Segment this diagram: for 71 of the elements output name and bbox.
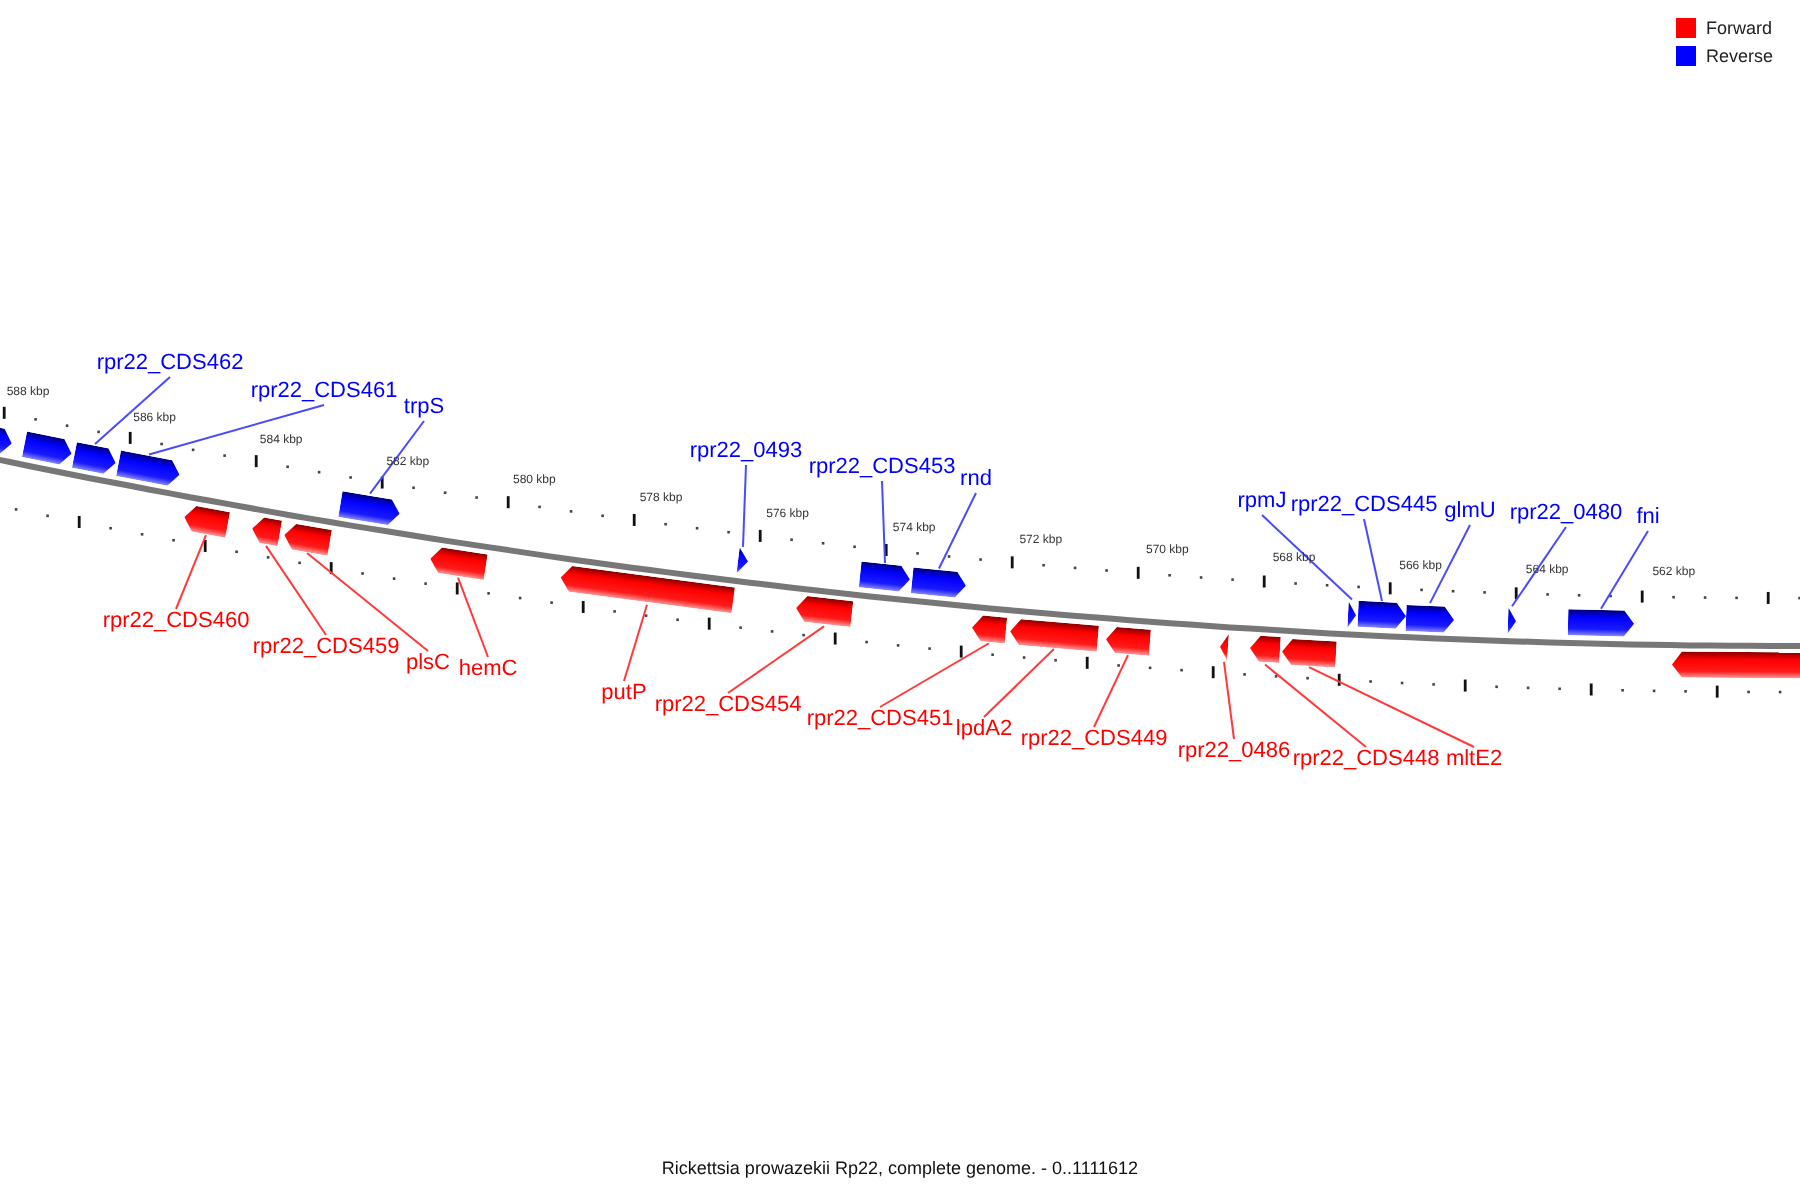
leader-line — [1261, 514, 1353, 601]
gene-label: rpr22_CDS461 — [250, 379, 398, 405]
gene-label: glmU — [1444, 499, 1496, 525]
leader-line — [983, 648, 1055, 718]
leader-line — [881, 480, 886, 564]
gene-bar — [858, 562, 912, 594]
leader-line — [306, 552, 429, 652]
leader-line — [457, 576, 489, 658]
gene-label: rpmJ — [1237, 489, 1287, 515]
gene-label: rnd — [960, 467, 992, 493]
leader-line — [1429, 524, 1471, 605]
leader-line — [1600, 530, 1649, 610]
leader-line — [727, 625, 825, 694]
leader-line — [1308, 666, 1475, 748]
gene-label: rpr22_CDS460 — [102, 609, 250, 635]
gene-bar — [116, 450, 182, 489]
gene-bar — [428, 545, 488, 580]
gene-label: mltE2 — [1445, 747, 1503, 773]
gene-bar — [338, 490, 402, 527]
leader-line — [148, 404, 325, 456]
gene-bar — [910, 567, 968, 600]
gene-label: rpr22_CDS445 — [1290, 493, 1438, 519]
gene-label: trpS — [403, 395, 445, 421]
gene-bar — [559, 565, 735, 614]
gene-bar — [1405, 604, 1455, 633]
caption: Rickettsia prowazekii Rp22, complete genome. - 0..1111612 — [659, 1156, 1141, 1182]
leader-line — [94, 376, 171, 446]
gene-bar — [1671, 652, 1800, 680]
gene-bar — [970, 613, 1008, 643]
leader-line — [1511, 526, 1567, 608]
leader-line — [1363, 518, 1383, 602]
gene-label: rpr22_CDS459 — [252, 635, 400, 661]
gene-label: rpr22_CDS449 — [1020, 727, 1168, 753]
leader-line — [938, 492, 977, 570]
gene-bar — [1249, 635, 1281, 664]
gene-bar — [1281, 637, 1337, 667]
gene-label: rpr22_0486 — [1177, 739, 1291, 765]
gene-label: rpr22_0480 — [1509, 501, 1623, 527]
gene-label: putP — [601, 681, 647, 707]
leader-line — [879, 642, 990, 708]
gene-label: hemC — [458, 657, 518, 683]
leader-line — [1093, 654, 1129, 728]
gene-bar — [71, 442, 119, 476]
gene-label: plsC — [406, 651, 450, 677]
leader-line — [1223, 660, 1235, 740]
gene-bar — [794, 595, 854, 628]
gene-bar — [1105, 625, 1151, 655]
leader-line — [1264, 663, 1367, 748]
legend-label: Forward — [1706, 18, 1773, 38]
gene-bar — [282, 521, 332, 555]
gene-bar — [249, 515, 283, 547]
gene-label: lpdA2 — [955, 717, 1013, 743]
gene-label: rpr22_CDS448 — [1292, 747, 1440, 773]
leader-line — [742, 464, 747, 548]
gene-bar — [1507, 608, 1517, 635]
gene-label: fni — [1636, 505, 1660, 531]
legend-label: Reverse — [1706, 46, 1774, 66]
gene-bar — [1567, 609, 1635, 638]
gene-label: rpr22_CDS462 — [96, 351, 244, 377]
gene-label: rpr22_0493 — [689, 439, 803, 465]
gene-bar — [182, 503, 230, 537]
gene-label: rpr22_CDS451 — [806, 707, 954, 733]
gene-bar — [1219, 633, 1229, 661]
leader-line — [265, 544, 327, 636]
gene-label: rpr22_CDS453 — [808, 455, 956, 481]
gene-label: rpr22_CDS454 — [654, 693, 802, 719]
leader-line — [175, 534, 207, 610]
leader-line — [369, 420, 425, 495]
gene-bar — [21, 432, 75, 468]
gene-bar — [736, 548, 750, 576]
leader-line — [623, 603, 648, 682]
